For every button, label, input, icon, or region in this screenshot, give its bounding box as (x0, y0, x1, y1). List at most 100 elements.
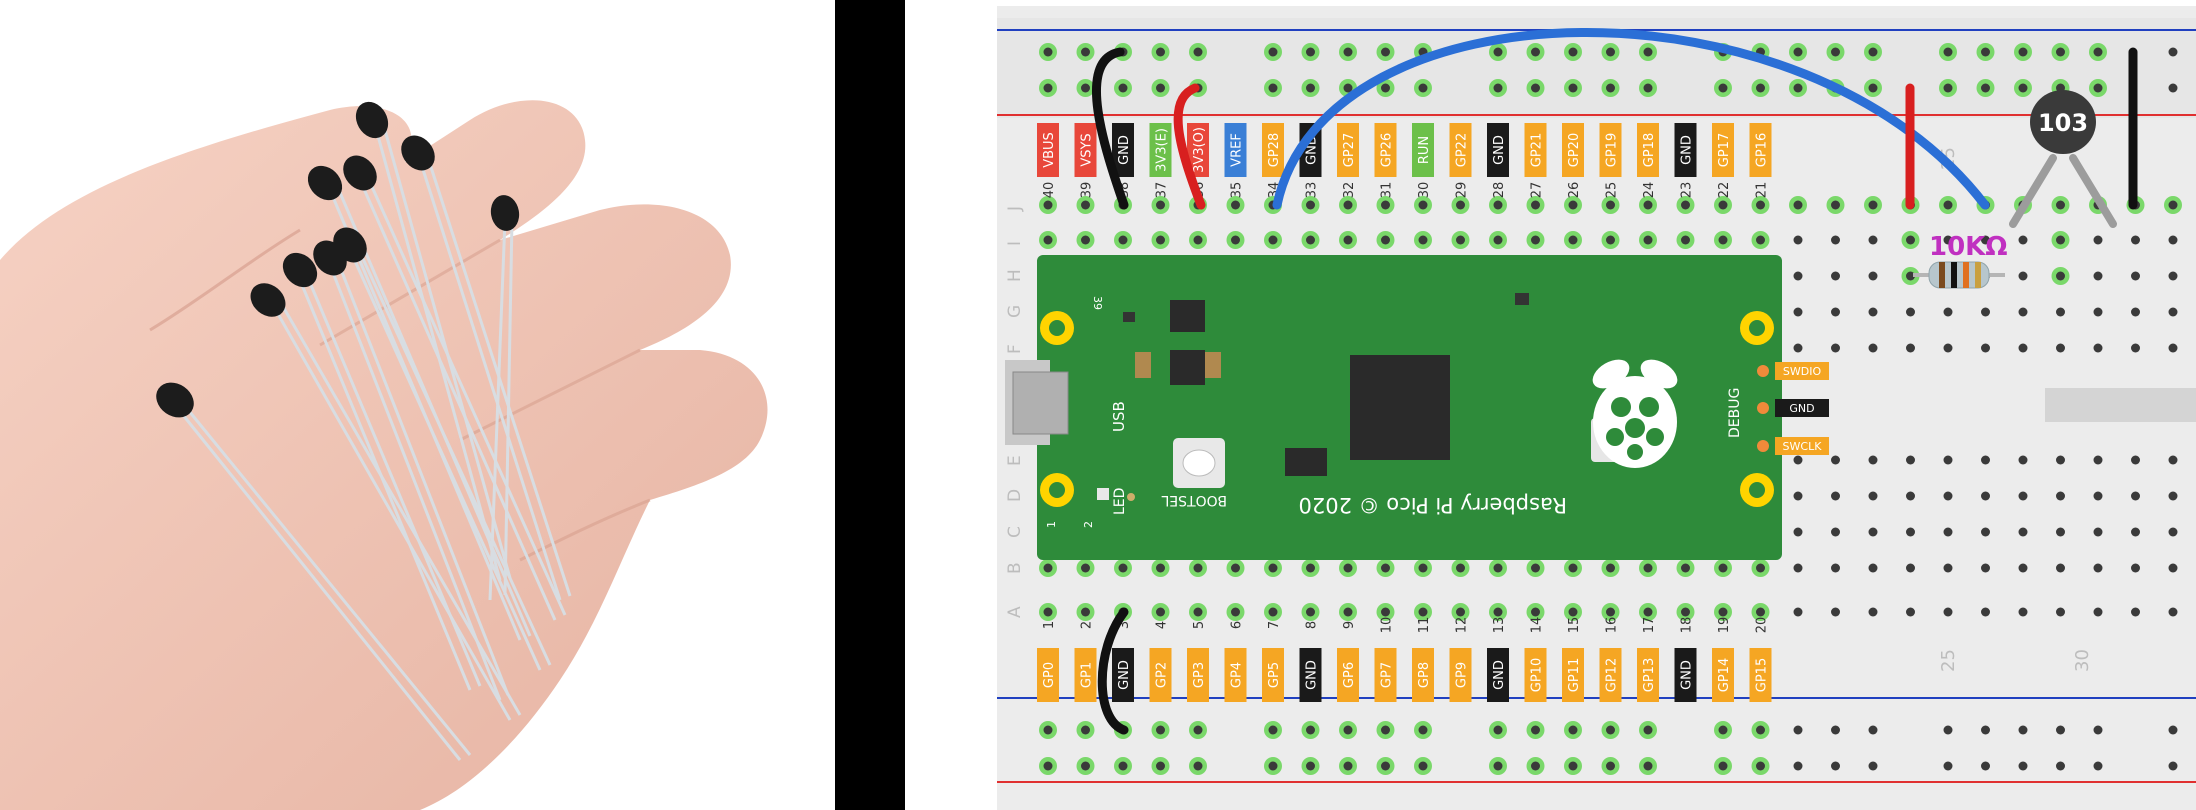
breadboard-hole[interactable] (1451, 231, 1470, 249)
breadboard-hole[interactable] (1339, 757, 1357, 775)
breadboard-hole[interactable] (1981, 607, 1990, 617)
breadboard-hole[interactable] (2014, 79, 2032, 97)
breadboard-hole[interactable] (1751, 559, 1770, 577)
breadboard-hole[interactable] (1714, 757, 1732, 775)
breadboard-hole[interactable] (1714, 559, 1732, 577)
breadboard-hole[interactable] (1906, 607, 1915, 617)
breadboard-hole[interactable] (2056, 527, 2065, 537)
breadboard-hole[interactable] (1793, 235, 1803, 245)
breadboard-hole[interactable] (2093, 491, 2103, 501)
breadboard-hole[interactable] (1189, 43, 1207, 61)
breadboard-hole[interactable] (1339, 603, 1357, 621)
breadboard-hole[interactable] (1151, 757, 1170, 775)
breadboard-hole[interactable] (1981, 491, 1990, 501)
breadboard-hole[interactable] (2093, 527, 2103, 537)
breadboard-hole[interactable] (1868, 455, 1878, 465)
breadboard-hole[interactable] (1601, 603, 1620, 621)
breadboard-hole[interactable] (1793, 607, 1803, 617)
breadboard-hole[interactable] (2131, 491, 2140, 501)
breadboard-hole[interactable] (1451, 559, 1470, 577)
breadboard-hole[interactable] (2018, 235, 2028, 245)
breadboard-hole[interactable] (1793, 271, 1803, 281)
breadboard-hole[interactable] (1189, 603, 1207, 621)
breadboard-hole[interactable] (1793, 725, 1803, 735)
breadboard-hole[interactable] (2018, 455, 2028, 465)
breadboard-hole[interactable] (1414, 721, 1432, 739)
breadboard-hole[interactable] (1639, 196, 1657, 214)
breadboard-hole[interactable] (1039, 196, 1057, 214)
breadboard-hole[interactable] (1114, 79, 1132, 97)
breadboard-hole[interactable] (1943, 563, 1953, 573)
breadboard-hole[interactable] (1943, 725, 1953, 735)
breadboard-hole[interactable] (1676, 231, 1695, 249)
breadboard-hole[interactable] (2168, 343, 2178, 353)
breadboard-hole[interactable] (2131, 607, 2140, 617)
breadboard-hole[interactable] (1189, 721, 1207, 739)
breadboard-hole[interactable] (1901, 231, 1920, 249)
breadboard-hole[interactable] (1831, 491, 1840, 501)
breadboard-hole[interactable] (1943, 307, 1953, 317)
breadboard-hole[interactable] (1831, 271, 1840, 281)
breadboard-hole[interactable] (1564, 43, 1582, 61)
breadboard-hole[interactable] (1564, 559, 1582, 577)
breadboard-hole[interactable] (1981, 725, 1990, 735)
breadboard-hole[interactable] (1151, 603, 1170, 621)
breadboard-hole[interactable] (1376, 721, 1395, 739)
breadboard-hole[interactable] (1039, 757, 1057, 775)
black-wire-gnd-top[interactable] (1091, 47, 1129, 210)
breadboard-hole[interactable] (1864, 43, 1882, 61)
breadboard-hole[interactable] (1601, 559, 1620, 577)
breadboard-hole[interactable] (1489, 79, 1507, 97)
breadboard-hole[interactable] (1939, 79, 1957, 97)
breadboard-hole[interactable] (2168, 47, 2178, 57)
breadboard-hole[interactable] (1264, 721, 1282, 739)
breadboard-hole[interactable] (2168, 455, 2178, 465)
breadboard-hole[interactable] (1868, 761, 1878, 771)
breadboard-hole[interactable] (2168, 527, 2178, 537)
breadboard-hole[interactable] (2089, 43, 2107, 61)
breadboard-hole[interactable] (1831, 563, 1840, 573)
breadboard-hole[interactable] (1301, 196, 1320, 214)
breadboard-hole[interactable] (1751, 196, 1770, 214)
breadboard-hole[interactable] (1864, 79, 1882, 97)
breadboard-hole[interactable] (1906, 527, 1915, 537)
breadboard-hole[interactable] (1264, 43, 1282, 61)
breadboard-hole[interactable] (2089, 79, 2107, 97)
breadboard-hole[interactable] (2056, 343, 2065, 353)
breadboard-hole[interactable] (1976, 79, 1995, 97)
breadboard-hole[interactable] (1601, 43, 1620, 61)
breadboard-hole[interactable] (1301, 603, 1320, 621)
breadboard-hole[interactable] (1789, 79, 1807, 97)
breadboard-hole[interactable] (1831, 455, 1840, 465)
breadboard-hole[interactable] (1076, 231, 1095, 249)
breadboard-hole[interactable] (1906, 563, 1915, 573)
breadboard-hole[interactable] (1751, 721, 1770, 739)
breadboard-hole[interactable] (1339, 231, 1357, 249)
breadboard-hole[interactable] (1376, 231, 1395, 249)
breadboard-hole[interactable] (1076, 43, 1095, 61)
breadboard-hole[interactable] (1526, 196, 1545, 214)
breadboard-hole[interactable] (2018, 725, 2028, 735)
breadboard-hole[interactable] (1039, 79, 1057, 97)
breadboard-hole[interactable] (1751, 757, 1770, 775)
breadboard-hole[interactable] (1831, 761, 1840, 771)
breadboard-hole[interactable] (1339, 196, 1357, 214)
breadboard-hole[interactable] (1714, 196, 1732, 214)
breadboard-hole[interactable] (1864, 196, 1882, 214)
breadboard-hole[interactable] (1339, 559, 1357, 577)
breadboard-hole[interactable] (1831, 235, 1840, 245)
breadboard-hole[interactable] (1076, 721, 1095, 739)
breadboard-hole[interactable] (1076, 559, 1095, 577)
breadboard-hole[interactable] (2051, 196, 2070, 214)
breadboard-hole[interactable] (1793, 527, 1803, 537)
breadboard-hole[interactable] (2051, 267, 2070, 285)
breadboard-hole[interactable] (1564, 603, 1582, 621)
breadboard-hole[interactable] (1264, 757, 1282, 775)
breadboard-hole[interactable] (2093, 563, 2103, 573)
blue-wire-gp28[interactable] (1272, 28, 1990, 210)
breadboard-hole[interactable] (2131, 527, 2140, 537)
breadboard-hole[interactable] (1639, 603, 1657, 621)
breadboard-hole[interactable] (1981, 761, 1990, 771)
breadboard-hole[interactable] (1868, 527, 1878, 537)
breadboard-hole[interactable] (2093, 271, 2103, 281)
